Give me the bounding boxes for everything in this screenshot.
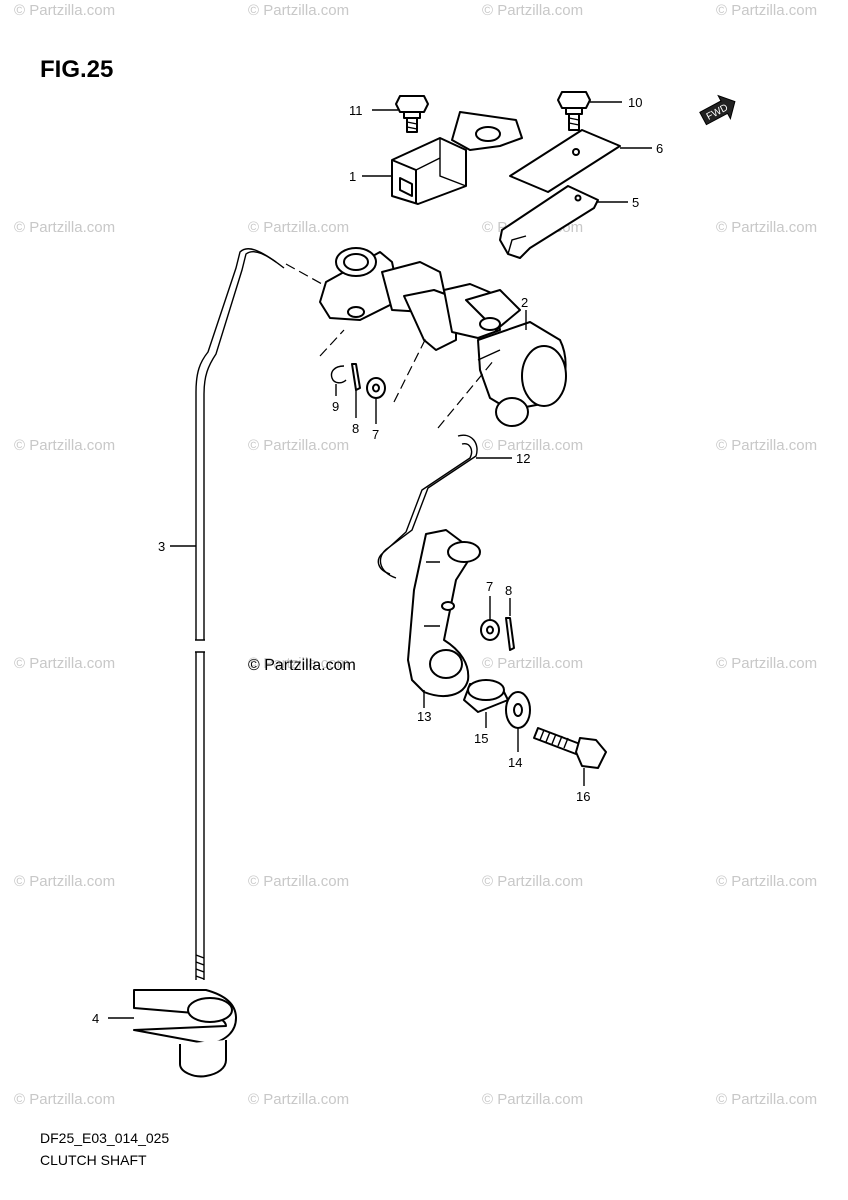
- watermark-text: © Partzilla.com: [482, 2, 584, 19]
- watermark-text: © Partzilla.com: [14, 219, 116, 236]
- watermark-text: © Partzilla.com: [248, 1091, 350, 1108]
- watermark-text: © Partzilla.com: [716, 219, 818, 236]
- callout-7-lower: 7: [486, 579, 494, 594]
- watermark-text: © Partzilla.com: [248, 219, 350, 236]
- watermark-text: © Partzilla.com: [14, 1091, 116, 1108]
- part-7-washer-upper: [366, 377, 386, 399]
- watermark-text: © Partzilla.com: [248, 655, 350, 672]
- part-4-shift-cam: [133, 989, 237, 1078]
- watermark-text: © Partzilla.com: [716, 437, 818, 454]
- callout-15: 15: [474, 731, 489, 746]
- watermark-text: © Partzilla.com: [248, 437, 350, 454]
- figure-label: FIG.25: [40, 56, 114, 83]
- callout-13: 13: [417, 709, 432, 724]
- callout-7-upper: 7: [372, 427, 380, 442]
- part-15-collar: [463, 679, 509, 713]
- part-3-clutch-rod: [195, 248, 285, 980]
- part-8-pin-lower: [505, 617, 515, 651]
- watermark-text: © Partzilla.com: [248, 2, 350, 19]
- part-14-washer: [505, 691, 531, 729]
- callout-10: 10: [628, 95, 643, 110]
- callout-8-upper: 8: [352, 421, 360, 436]
- watermark-text: © Partzilla.com: [716, 1091, 818, 1108]
- callout-16: 16: [576, 789, 591, 804]
- part-1-bracket: [391, 111, 523, 205]
- part-9-clip: [330, 365, 347, 384]
- watermark-text: © Partzilla.com: [716, 655, 818, 672]
- callout-1: 1: [349, 169, 357, 184]
- diagram-code: DF25_E03_014_025: [40, 1130, 170, 1146]
- part-6-plate: [509, 129, 621, 193]
- watermark-text: © Partzilla.com: [482, 873, 584, 890]
- assembly-line-clip: [319, 329, 345, 357]
- callout-9: 9: [332, 399, 340, 414]
- part-11-bolt: [395, 95, 429, 133]
- part-16-bolt: [533, 727, 607, 769]
- callout-14: 14: [508, 755, 523, 770]
- part-7-washer-lower: [480, 619, 500, 641]
- callout-12: 12: [516, 451, 531, 466]
- watermark-text: © Partzilla.com: [482, 655, 584, 672]
- assembly-line-washer: [393, 337, 427, 403]
- watermark-text: © Partzilla.com: [248, 873, 350, 890]
- part-5-plate: [499, 185, 599, 259]
- watermark-text: © Partzilla.com: [14, 873, 116, 890]
- watermark-text: © Partzilla.com: [716, 873, 818, 890]
- callout-6: 6: [656, 141, 664, 156]
- watermark-text: © Partzilla.com: [14, 437, 116, 454]
- callout-5: 5: [632, 195, 640, 210]
- callout-2: 2: [521, 295, 529, 310]
- part-2-lever-assembly: [319, 247, 567, 427]
- callout-4: 4: [92, 1011, 100, 1026]
- leader-lines: [108, 101, 652, 1019]
- part-13-lever: [407, 529, 481, 697]
- callout-11: 11: [349, 103, 363, 118]
- part-8-pin-upper: [351, 363, 361, 391]
- copyright-notice: © Partzilla.com: [248, 657, 356, 674]
- watermark-text: © Partzilla.com: [14, 2, 116, 19]
- part-12-link-rod: [377, 434, 478, 579]
- diagram-name: CLUTCH SHAFT: [40, 1152, 147, 1168]
- assembly-line-rod: [285, 263, 323, 285]
- fwd-arrow-icon: FWD: [697, 93, 741, 132]
- watermark-text: © Partzilla.com: [716, 2, 818, 19]
- watermark-text: © Partzilla.com: [14, 655, 116, 672]
- watermark-text: © Partzilla.com: [482, 1091, 584, 1108]
- callout-8-lower: 8: [505, 583, 513, 598]
- callout-3: 3: [158, 539, 166, 554]
- part-10-bolt: [557, 91, 591, 131]
- watermark-text: © Partzilla.com: [482, 437, 584, 454]
